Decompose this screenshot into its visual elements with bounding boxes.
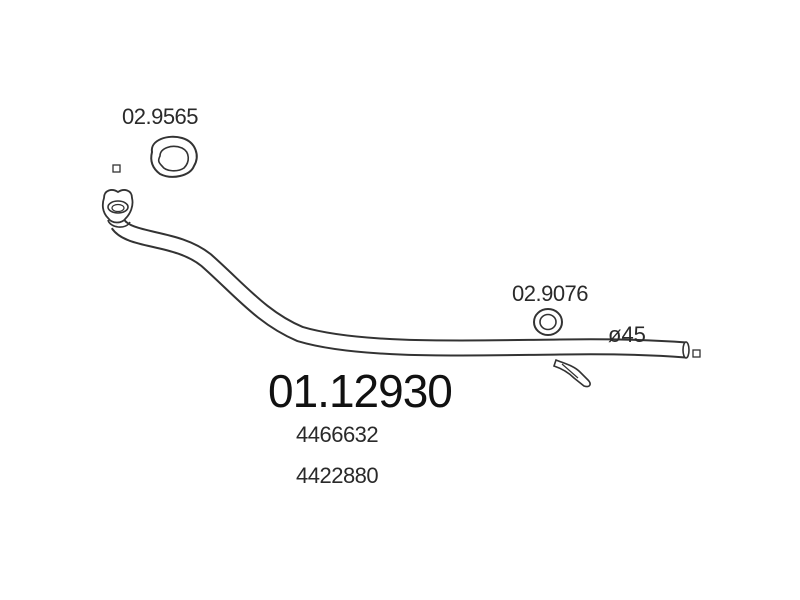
exhaust-pipe — [110, 218, 687, 359]
oem-number-1: 4466632 — [296, 422, 379, 447]
pipe-diameter-label: ø45 — [608, 322, 646, 347]
square-marker-icon — [692, 349, 701, 358]
part-label-gasket-1: 02.9565 — [122, 104, 199, 129]
square-marker-icon — [112, 164, 121, 173]
gasket-ring-1 — [150, 135, 198, 178]
part-label-gasket-2: 02.9076 — [512, 281, 589, 306]
exhaust-pipe-inner — [112, 219, 687, 357]
oem-number-2: 4422880 — [296, 463, 379, 488]
hanger-bracket — [552, 358, 591, 388]
main-part-number: 01.12930 — [268, 365, 453, 417]
gasket-ring-2 — [533, 308, 563, 336]
inlet-flange — [101, 189, 134, 228]
pipe-outlet-end — [682, 341, 690, 359]
